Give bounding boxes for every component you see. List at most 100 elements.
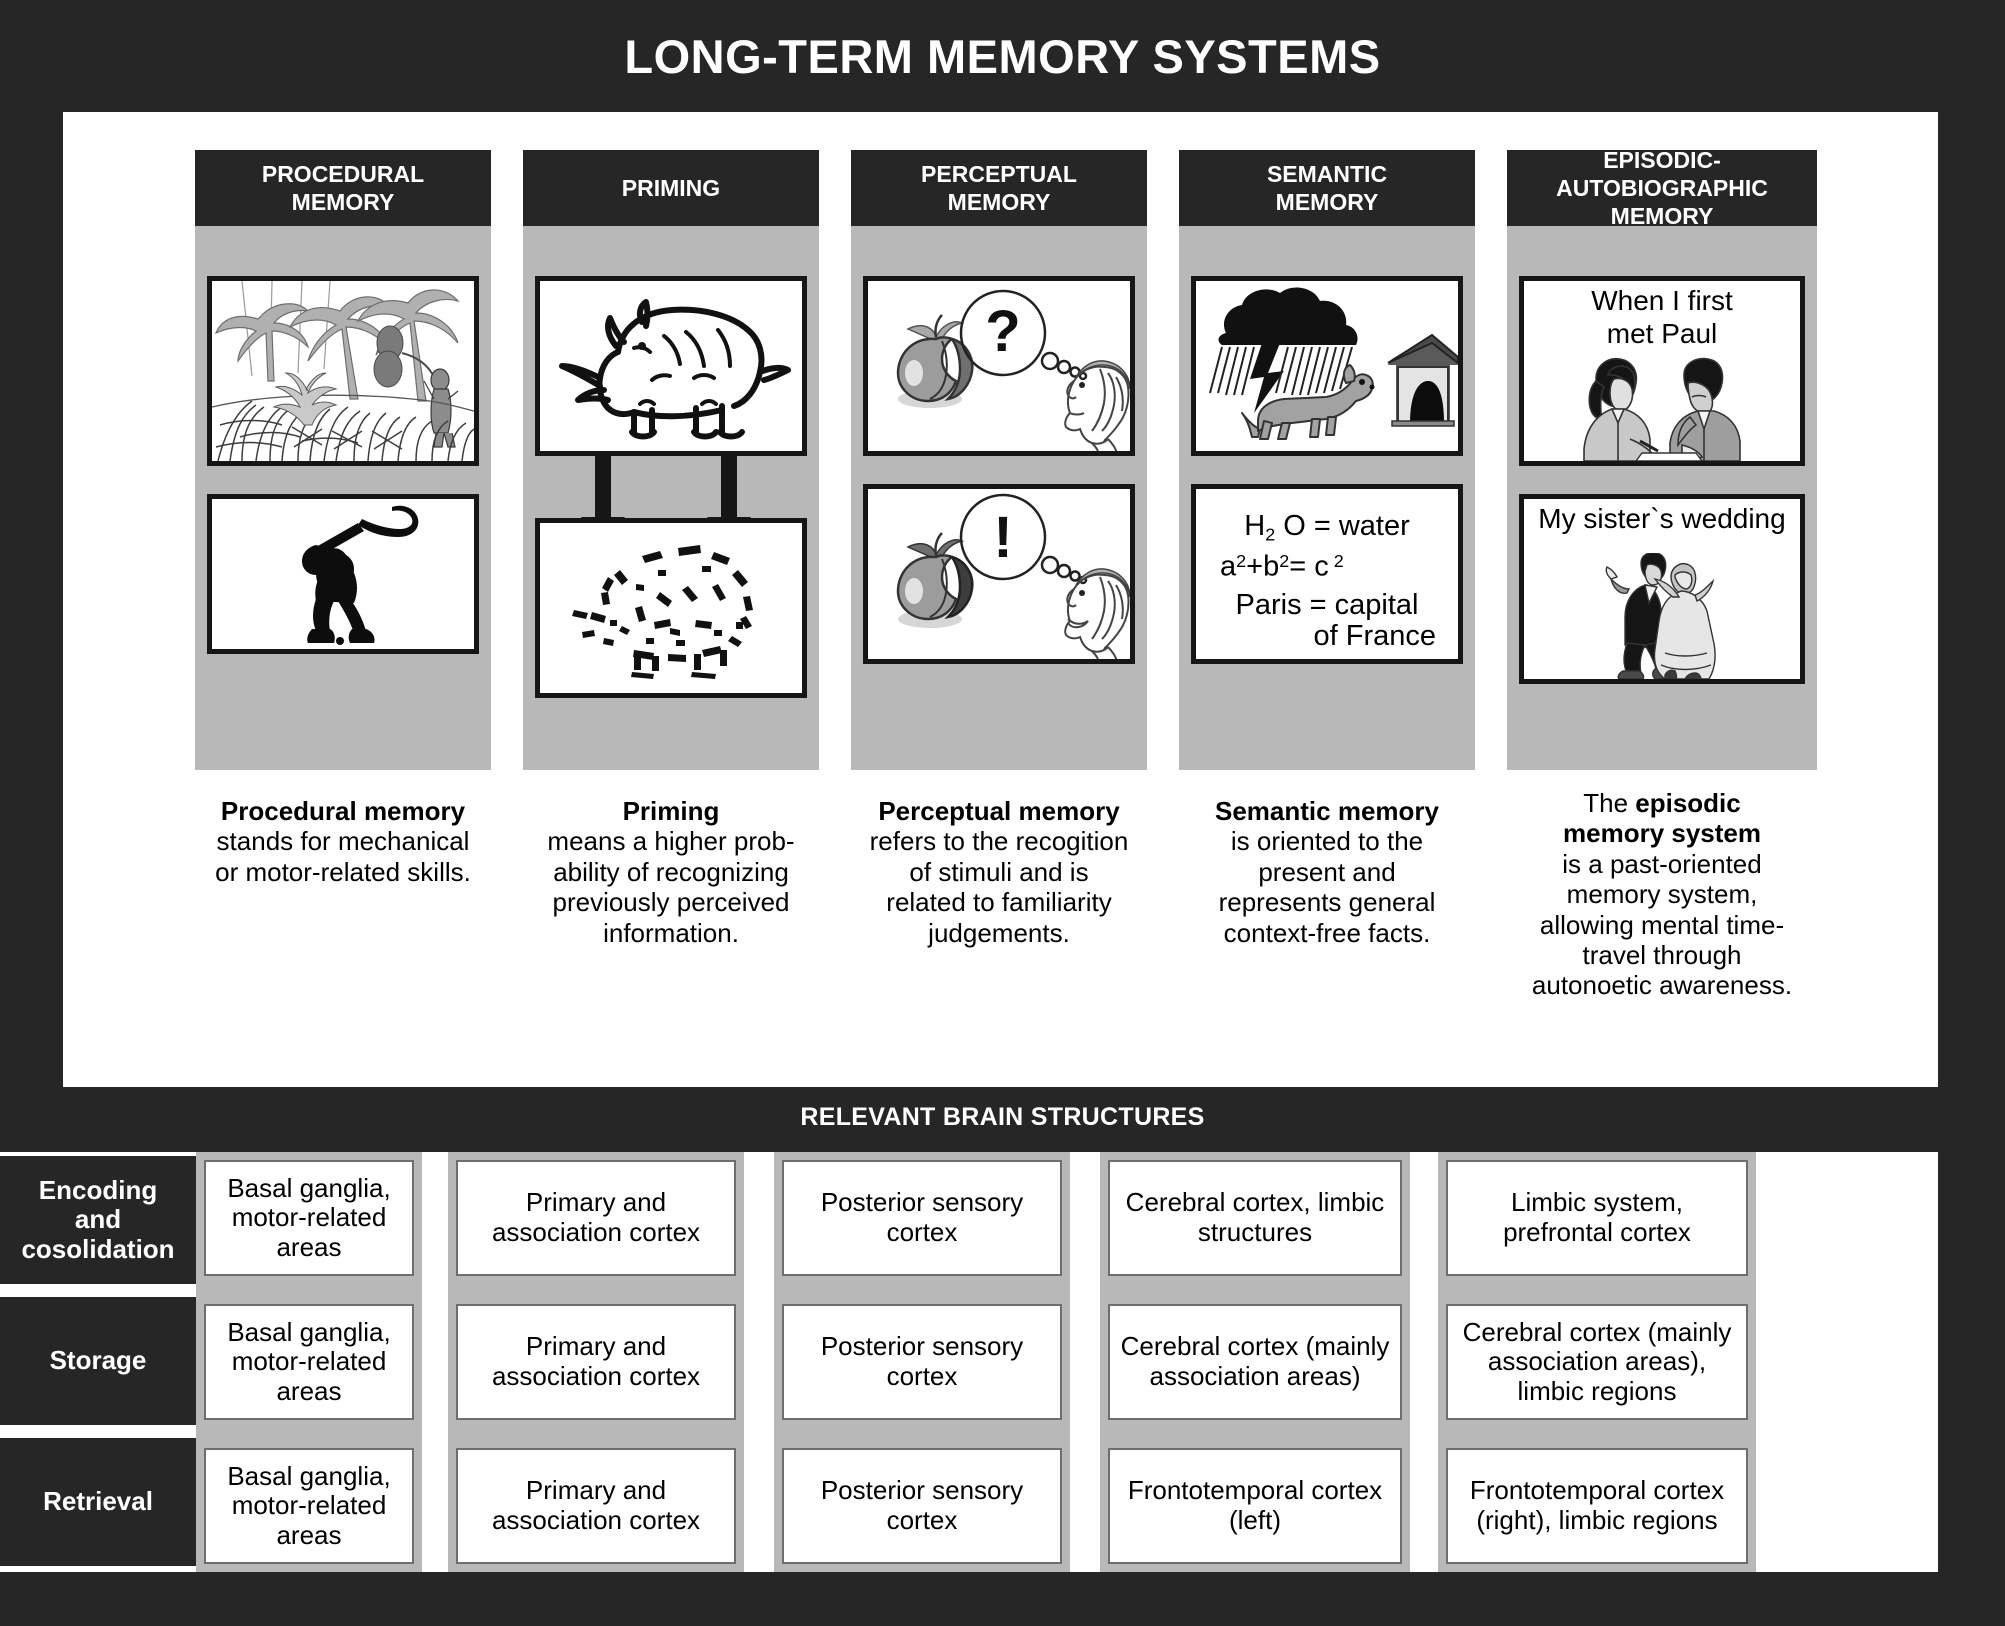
brain-structures-title: RELEVANT BRAIN STRUCTURES <box>800 1102 1205 1131</box>
table-cell-retrieval-procedural: Basal ganglia, motor-related areas <box>204 1448 414 1564</box>
met-paul-label: When I first met Paul <box>1591 281 1733 351</box>
apple-question-frame: ? <box>863 276 1135 456</box>
table-cell-retrieval-semantic: Frontotemporal cortex (left) <box>1108 1448 1402 1564</box>
column-header-line1: PRIMING <box>621 174 721 201</box>
column-header-procedural: PROCEDURAL MEMORY <box>195 150 491 226</box>
table-column-episodic: Limbic system, prefrontal cortex Cerebra… <box>1438 1152 1756 1572</box>
column-body-priming <box>523 226 819 770</box>
fact-water: H2 O = water <box>1244 510 1410 545</box>
svg-text:?: ? <box>985 299 1020 364</box>
diagram-title-bar: LONG-TERM MEMORY SYSTEMS <box>0 0 2005 112</box>
column-priming: PRIMING <box>523 150 819 948</box>
fact-pythagoras: a2+b2= c 2 <box>1220 551 1344 583</box>
caption-episodic: The episodic memory system is a past-ori… <box>1507 788 1817 1001</box>
caption-line-5: judgements. <box>928 917 1070 948</box>
priming-arrow-right <box>707 456 751 547</box>
met-paul-line1: When I first <box>1591 285 1733 316</box>
caption-line-3: ability of recognizing <box>553 856 789 887</box>
caption-line-3: present and <box>1258 856 1396 887</box>
table-column-perceptual: Posterior sensory cortex Posterior senso… <box>774 1152 1070 1572</box>
caption-line-3: of stimuli and is <box>909 856 1089 887</box>
column-body-semantic: H2 O = water a2+b2= c 2 Paris = capital … <box>1179 226 1475 770</box>
row-label-encoding-line2: and <box>74 1204 122 1235</box>
table-cell-storage-priming: Primary and association cortex <box>456 1304 736 1420</box>
row-label-encoding-line3: cosolidation <box>21 1233 175 1264</box>
column-body-procedural <box>195 226 491 770</box>
caption-line-2: is oriented to the <box>1230 826 1424 857</box>
column-header-line2: MEMORY <box>291 189 395 215</box>
table-column-procedural: Basal ganglia, motor-related areas Basal… <box>196 1152 422 1572</box>
met-paul-line2: met Paul <box>1606 317 1718 349</box>
caption-bold-procedural: Procedural memory <box>220 796 466 826</box>
dancing-couple-art-wrap <box>1597 536 1727 679</box>
priming-arrow-left <box>581 456 625 547</box>
row-label-encoding-line1: Encoding <box>38 1174 158 1205</box>
row-label-encoding: Encoding and cosolidation <box>0 1156 196 1284</box>
column-header-episodic: EPISODIC- AUTOBIOGRAPHIC MEMORY <box>1507 147 1817 229</box>
table-column-priming: Primary and association cortex Primary a… <box>448 1152 744 1572</box>
jungle-scene-frame <box>207 276 479 466</box>
caption-line-7: autonoetic awareness. <box>1531 970 1793 1001</box>
caption-line-4: related to familiarity <box>886 887 1112 918</box>
degraded-rhino-frame <box>535 518 807 698</box>
apple-exclamation-frame: ! <box>863 484 1135 664</box>
brain-structures-bar: RELEVANT BRAIN STRUCTURES <box>0 1087 2005 1147</box>
table-cell-storage-semantic: Cerebral cortex (mainly association area… <box>1108 1304 1402 1420</box>
caption-line-3: is a past-oriented <box>1562 848 1762 879</box>
sister-wedding-frame: My sister`s wedding <box>1519 494 1805 684</box>
table-columns: Basal ganglia, motor-related areas Basal… <box>196 1152 1938 1572</box>
column-header-line2: MEMORY <box>947 189 1051 215</box>
column-semantic: SEMANTIC MEMORY <box>1179 150 1475 948</box>
caption-semantic: Semantic memory is oriented to the prese… <box>1179 796 1475 948</box>
caption-line-3: or motor-related skills. <box>215 856 471 887</box>
column-body-perceptual: ? <box>851 226 1147 770</box>
row-label-storage: Storage <box>0 1297 196 1425</box>
column-episodic: EPISODIC- AUTOBIOGRAPHIC MEMORY When I f… <box>1507 147 1817 1001</box>
rhinoceros-outline-icon <box>546 286 796 446</box>
memory-systems-panel: PROCEDURAL MEMORY <box>63 112 1938 1087</box>
column-header-line1: EPISODIC- <box>1603 146 1721 173</box>
caption-line-5: context-free facts. <box>1223 917 1431 948</box>
semantic-facts-list: H2 O = water a2+b2= c 2 Paris = capital … <box>1196 489 1458 659</box>
column-header-semantic: SEMANTIC MEMORY <box>1179 150 1475 226</box>
apple-question-thought-icon: ? <box>868 281 1130 451</box>
caption-bold-episodic-2: memory system <box>1563 818 1761 849</box>
jungle-scene-icon <box>212 281 474 461</box>
caption-line-2: stands for mechanical <box>216 826 470 857</box>
column-header-line2: AUTOBIOGRAPHIC <box>1556 174 1768 201</box>
table-cell-retrieval-priming: Primary and association cortex <box>456 1448 736 1564</box>
column-header-line3: MEMORY <box>1610 203 1714 230</box>
sister-wedding-label: My sister`s wedding <box>1538 499 1785 536</box>
rhino-frame <box>535 276 807 456</box>
caption-bold-episodic-1: episodic <box>1635 788 1741 818</box>
caption-procedural: Procedural memory stands for mechanical … <box>195 796 491 887</box>
caption-line-1-prefix: The <box>1583 788 1636 818</box>
table-row-labels: Encoding and cosolidation Storage Retrie… <box>0 1152 196 1572</box>
caption-perceptual: Perceptual memory refers to the recogiti… <box>851 796 1147 948</box>
rain-dog-kennel-frame <box>1191 276 1463 456</box>
caption-line-5: allowing mental time- <box>1539 909 1785 940</box>
column-perceptual: PERCEPTUAL MEMORY <box>851 150 1147 948</box>
table-cell-storage-episodic: Cerebral cortex (mainly association area… <box>1446 1304 1748 1420</box>
sister-wedding-line1: My sister`s wedding <box>1538 503 1786 534</box>
table-cell-storage-procedural: Basal ganglia, motor-related areas <box>204 1304 414 1420</box>
table-cell-encoding-priming: Primary and association cortex <box>456 1160 736 1276</box>
caption-line-4: represents general <box>1218 887 1436 918</box>
fact-paris-line1: Paris = capital <box>1235 589 1419 621</box>
met-paul-art-wrap <box>1562 351 1762 461</box>
page-title: LONG-TERM MEMORY SYSTEMS <box>624 29 1381 83</box>
column-header-priming: PRIMING <box>523 150 819 226</box>
svg-text:!: ! <box>993 505 1012 570</box>
column-header-line1: PROCEDURAL <box>261 160 425 187</box>
met-paul-frame: When I first met Paul <box>1519 276 1805 466</box>
row-label-retrieval: Retrieval <box>0 1438 196 1566</box>
column-header-perceptual: PERCEPTUAL MEMORY <box>851 150 1147 226</box>
caption-bold-perceptual: Perceptual memory <box>878 796 1120 826</box>
caption-priming: Priming means a higher prob- ability of … <box>523 796 819 948</box>
brain-structures-table: Encoding and cosolidation Storage Retrie… <box>0 1152 1938 1572</box>
caption-line-2: means a higher prob- <box>547 826 795 857</box>
caption-line-6: travel through <box>1582 940 1742 971</box>
table-cell-encoding-semantic: Cerebral cortex, limbic structures <box>1108 1160 1402 1276</box>
column-header-line1: SEMANTIC <box>1266 160 1388 187</box>
table-cell-retrieval-episodic: Frontotemporal cortex (right), limbic re… <box>1446 1448 1748 1564</box>
